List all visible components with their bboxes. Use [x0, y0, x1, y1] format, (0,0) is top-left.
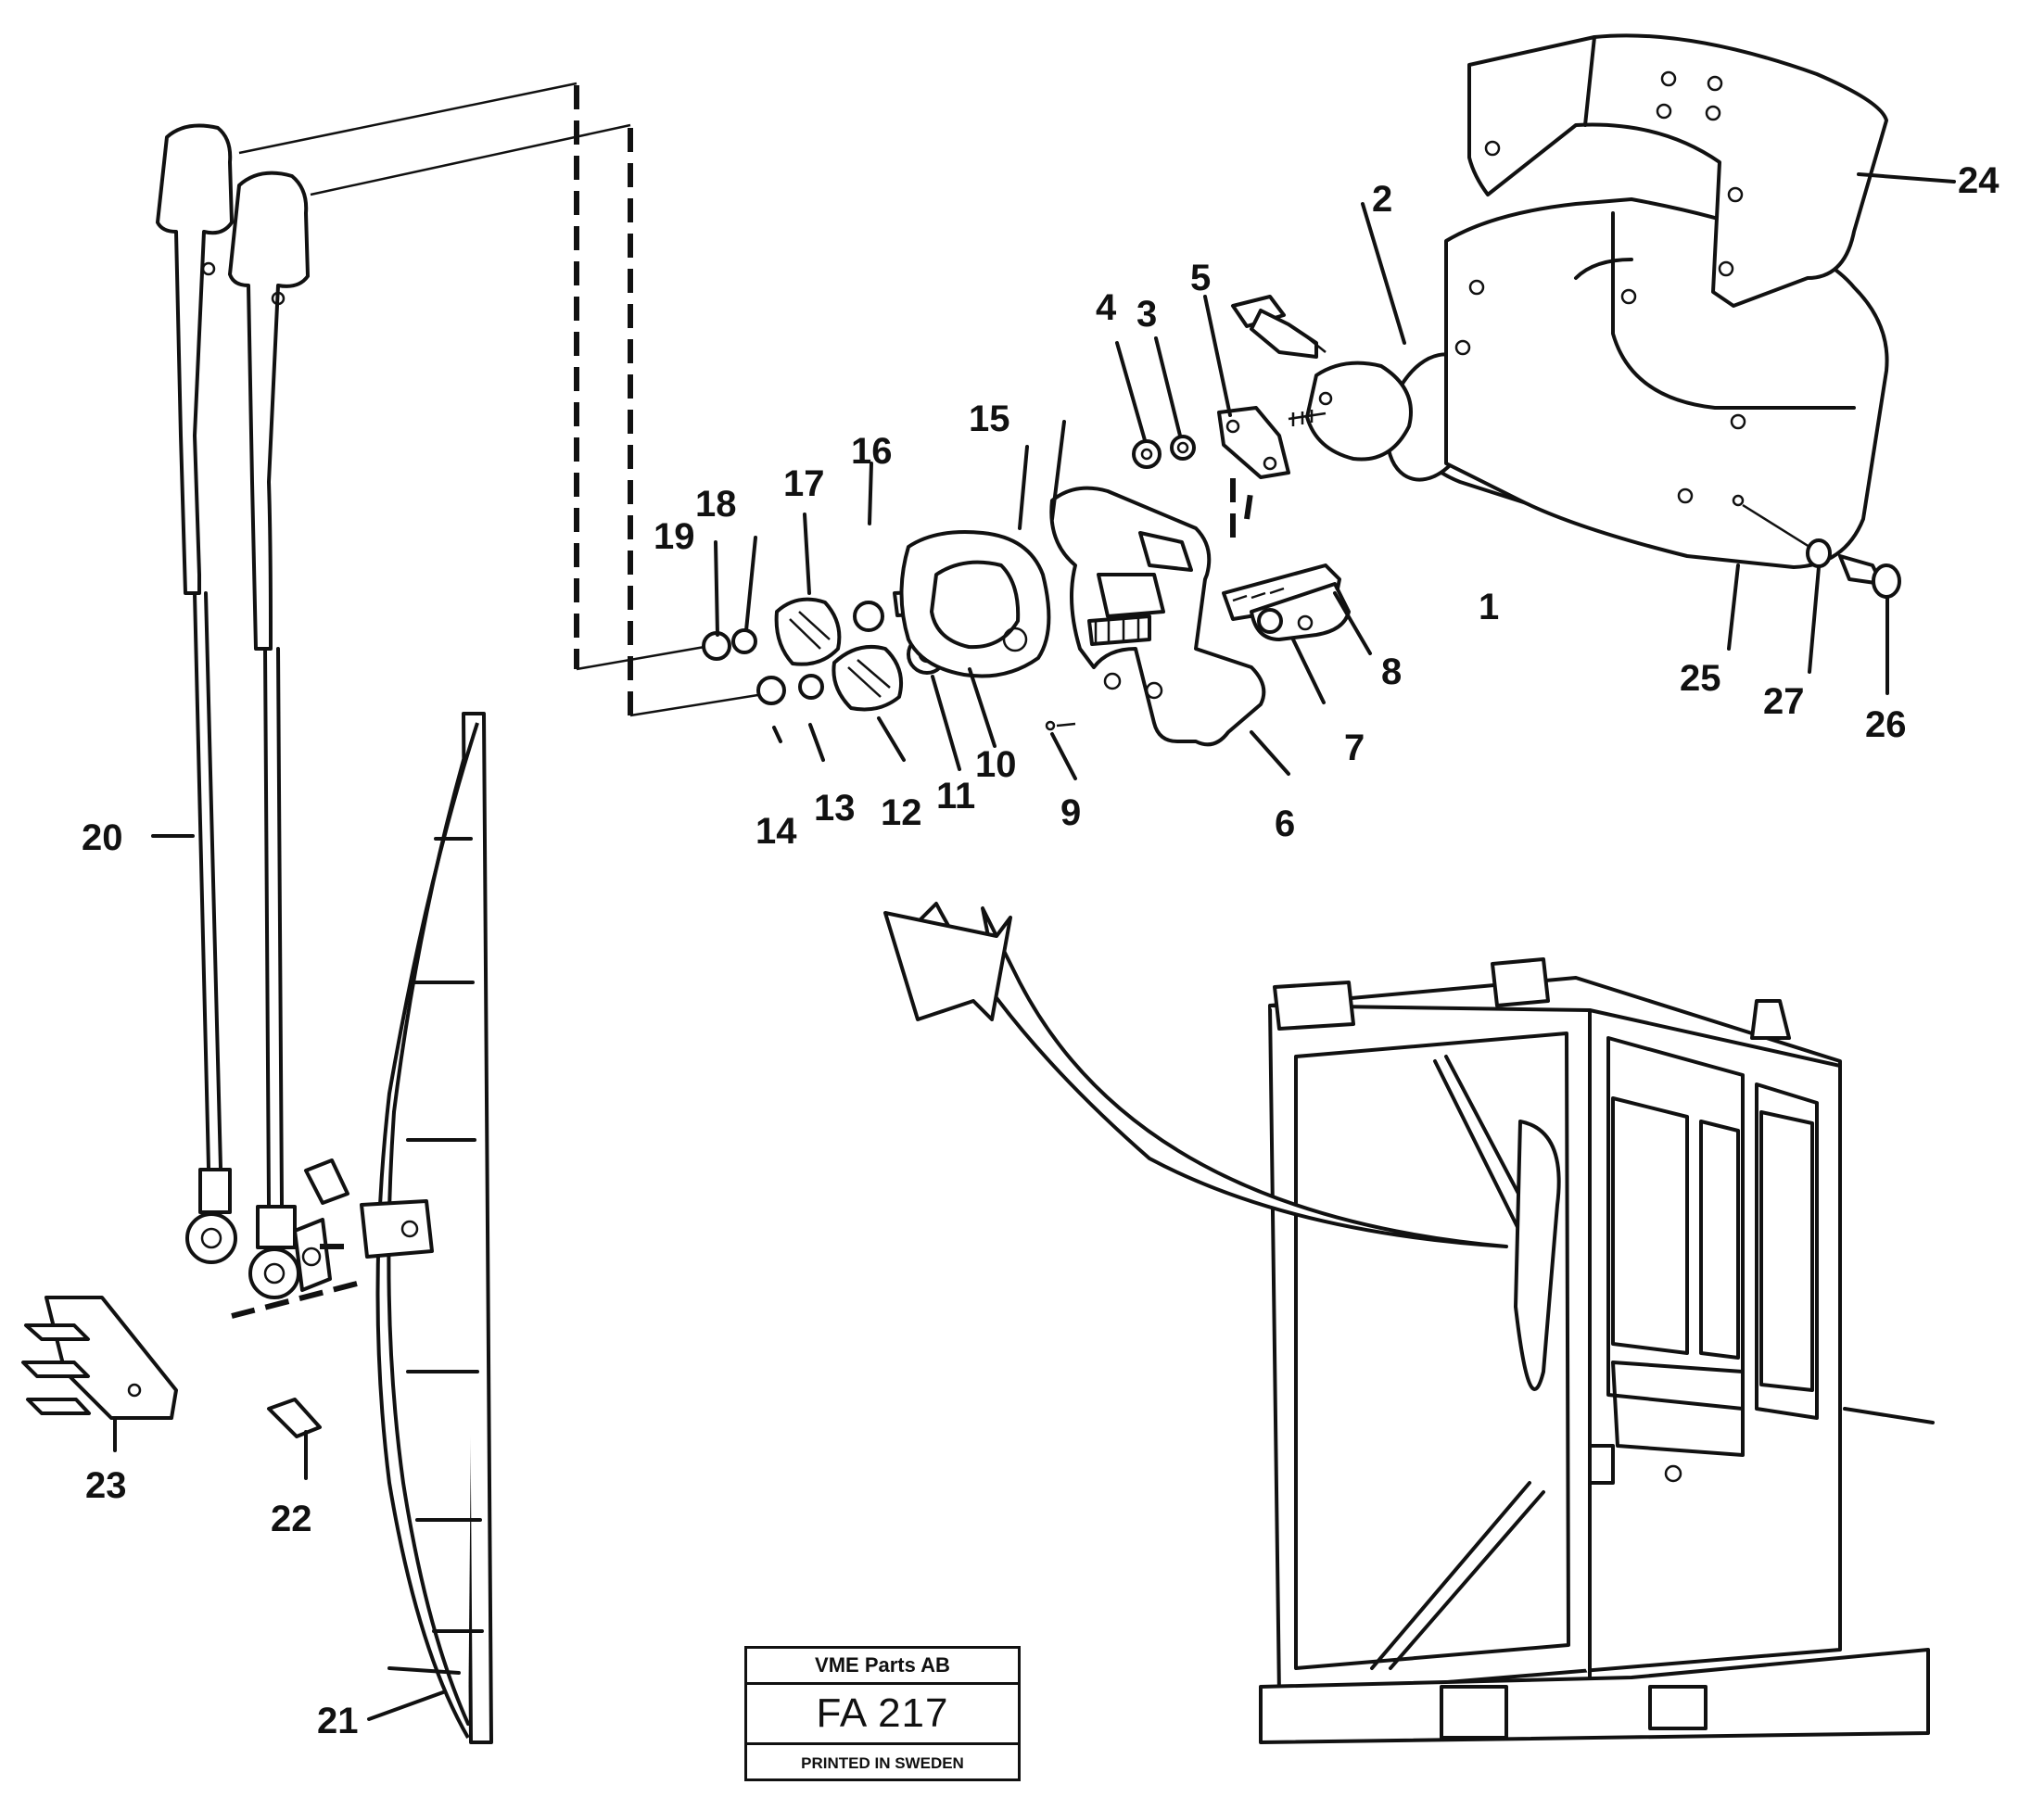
callout-23: 23 — [85, 1465, 127, 1506]
callout-12: 12 — [881, 792, 922, 833]
callout-27: 27 — [1763, 681, 1805, 722]
callout-13: 13 — [814, 788, 856, 829]
callout-2: 2 — [1372, 179, 1392, 220]
callout-18: 18 — [695, 484, 737, 525]
callout-5: 5 — [1190, 258, 1211, 298]
callout-22: 22 — [271, 1499, 312, 1539]
title-block-company: VME Parts AB — [747, 1649, 1018, 1685]
title-block-drawing-code: FA 217 — [747, 1685, 1018, 1745]
wiper-arms — [151, 123, 332, 1299]
callout-labels: 1 2 3 4 5 6 7 8 9 10 11 12 13 14 15 16 1… — [82, 160, 2000, 1741]
callout-21: 21 — [317, 1701, 359, 1741]
callout-9: 9 — [1060, 792, 1081, 833]
callout-19: 19 — [654, 516, 695, 557]
title-block-printed-note: PRINTED IN SWEDEN — [801, 1754, 964, 1772]
callout-24: 24 — [1958, 160, 2000, 201]
callout-3: 3 — [1136, 294, 1157, 335]
cover-24 — [1467, 33, 1956, 308]
linkage-hardware — [702, 530, 1076, 731]
callout-7: 7 — [1344, 728, 1365, 768]
callout-25: 25 — [1680, 658, 1721, 699]
callout-20: 20 — [82, 817, 123, 858]
wiper-blade — [360, 712, 493, 1744]
callout-4: 4 — [1096, 287, 1117, 328]
screws-26-27 — [1732, 494, 1901, 695]
callout-10: 10 — [975, 744, 1017, 785]
callout-6: 6 — [1275, 804, 1295, 844]
cab-illustration — [1259, 957, 1935, 1744]
callout-1: 1 — [1479, 587, 1499, 627]
callout-17: 17 — [783, 463, 825, 504]
callout-16: 16 — [851, 431, 893, 472]
curved-arrow — [883, 902, 1508, 1248]
bolt-22 — [267, 1158, 349, 1480]
assembly-guide-lines — [231, 82, 770, 1319]
callout-15: 15 — [969, 399, 1010, 439]
nuts-3-4 — [1115, 336, 1196, 469]
bracket-23 — [21, 1296, 178, 1452]
callout-8: 8 — [1381, 652, 1402, 692]
levers-7-8 — [1222, 563, 1372, 704]
mount-bracket-5 — [1203, 295, 1290, 479]
callout-11: 11 — [936, 776, 975, 816]
leader-lines — [714, 420, 1290, 780]
title-block: VME Parts AB FA 217 PRINTED IN SWEDEN — [744, 1646, 1021, 1781]
callout-14: 14 — [755, 811, 797, 852]
linkage-plate-6 — [1049, 473, 1266, 747]
callout-26: 26 — [1865, 704, 1907, 745]
